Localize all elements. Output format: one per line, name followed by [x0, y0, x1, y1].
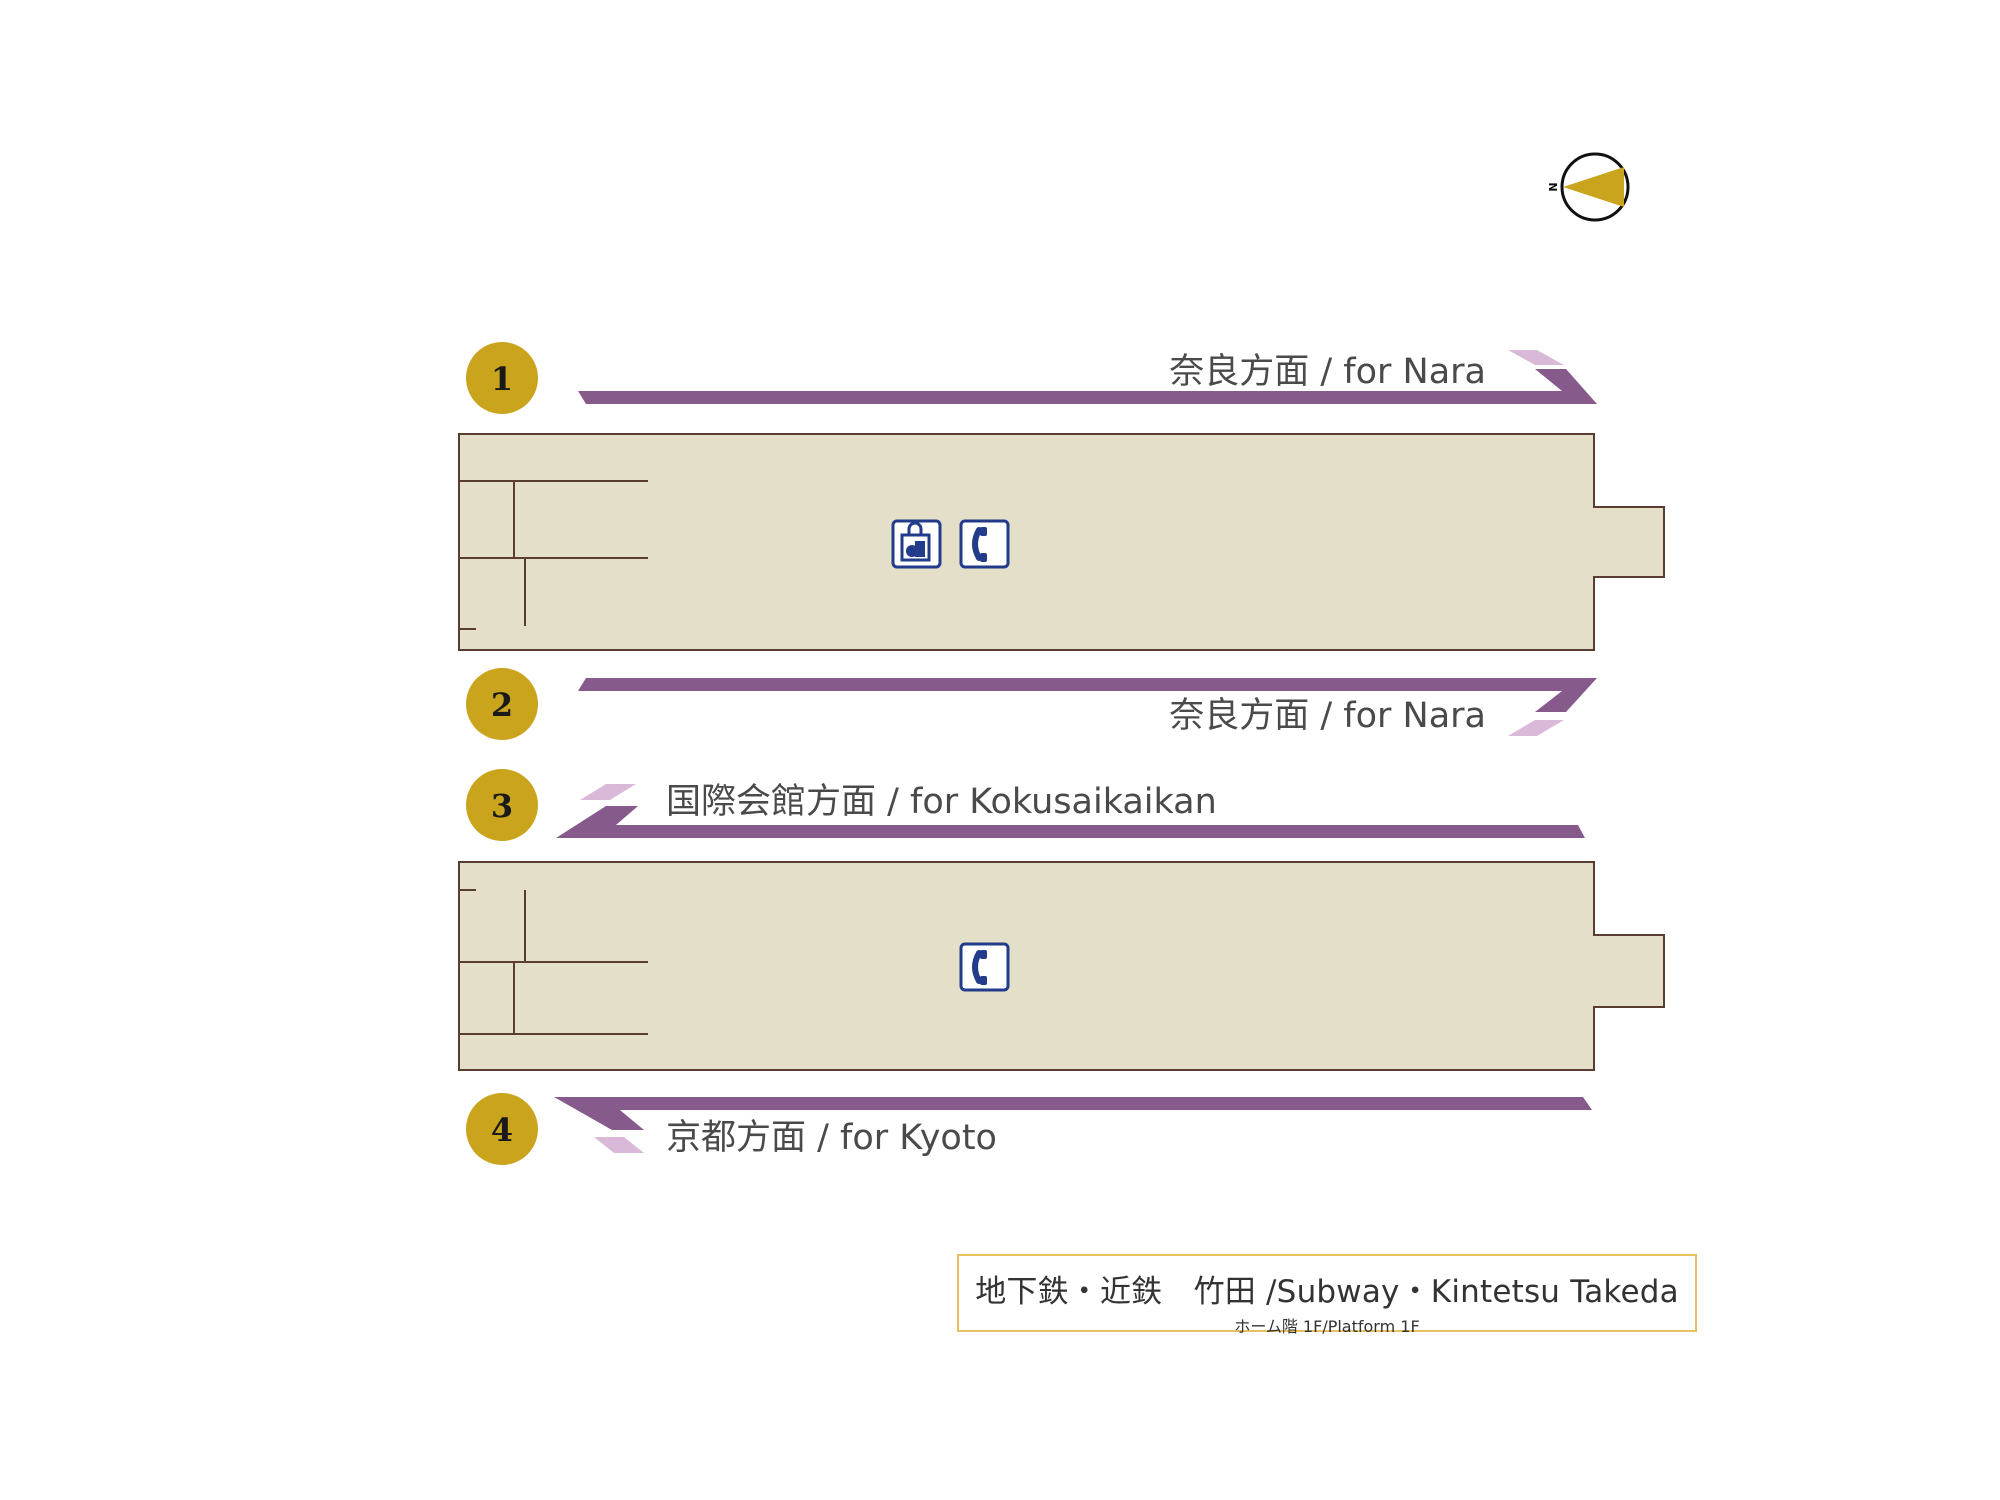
station-title: 地下鉄・近鉄 竹田 /Subway・Kintetsu Takeda	[975, 1274, 1679, 1310]
track-3: 3 国際会館方面 / for Kokusaikaikan	[466, 769, 1585, 841]
track-number-badge	[466, 342, 538, 414]
track-number-badge	[466, 668, 538, 740]
track-bar-2	[578, 678, 1597, 712]
track-chevron-1	[1508, 350, 1564, 365]
track-4: 4 京都方面 / for Kyoto	[466, 1093, 1592, 1165]
destination-label: 奈良方面 / for Nara	[1169, 696, 1486, 736]
compass: N	[1546, 152, 1630, 222]
destination-label: 京都方面 / for Kyoto	[666, 1118, 997, 1158]
track-2: 2 奈良方面 / for Nara	[466, 668, 1597, 740]
destination-label: 国際会館方面 / for Kokusaikaikan	[666, 782, 1217, 822]
track-number: 2	[491, 686, 513, 724]
track-bar-4	[554, 1097, 1592, 1130]
track-number: 4	[491, 1111, 513, 1149]
track-chevron-4	[594, 1137, 644, 1153]
lower-platform	[458, 861, 1665, 1071]
track-number-badge	[466, 769, 538, 841]
compass-arrow-icon	[1563, 167, 1624, 207]
track-number-badge	[466, 1093, 538, 1165]
track-chevron-2	[1508, 720, 1564, 736]
upper-platform	[458, 433, 1665, 651]
telephone-icon[interactable]	[959, 942, 1010, 992]
track-1: 1 奈良方面 / for Nara	[466, 342, 1597, 414]
telephone-icon[interactable]	[959, 519, 1010, 569]
destination-label: 奈良方面 / for Nara	[1169, 352, 1486, 392]
track-number: 1	[491, 360, 513, 398]
track-bar-1	[578, 369, 1597, 404]
compass-north-label: N	[1546, 182, 1559, 191]
coin-locker-icon[interactable]	[891, 519, 942, 569]
platform-outline	[458, 433, 1665, 651]
platform-outline	[458, 861, 1665, 1071]
track-chevron-3	[580, 784, 636, 800]
track-number: 3	[491, 787, 513, 825]
station-title-box: 地下鉄・近鉄 竹田 /Subway・Kintetsu Takeda ホーム階 1…	[957, 1254, 1697, 1336]
track-bar-3	[556, 806, 1585, 838]
floor-label: ホーム階 1F/Platform 1F	[1234, 1317, 1420, 1336]
